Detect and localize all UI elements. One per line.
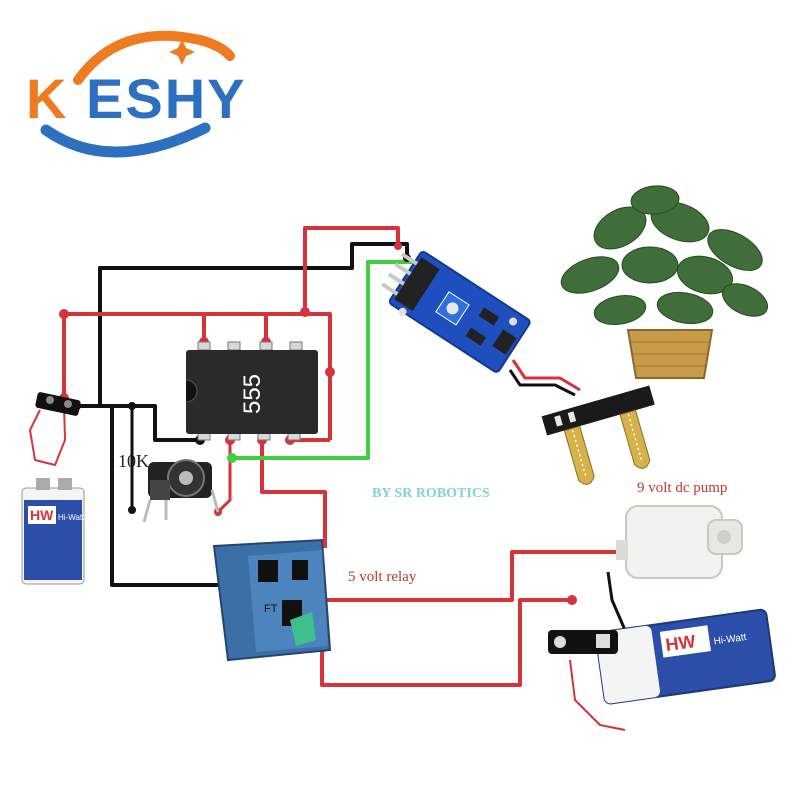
svg-text:FT: FT [264, 603, 278, 615]
wire-black-sensor-probe [508, 369, 576, 397]
soil-sensor-probe-icon [541, 385, 655, 485]
wire-red-battery-snap-2 [569, 659, 626, 731]
credit-label: BY SR ROBOTICS [372, 486, 490, 501]
svg-text:K ESHY: K ESHY [26, 67, 247, 130]
ic-555: 555 [185, 341, 318, 441]
logo-letters-rest: ESHY [86, 67, 247, 130]
wire-black-top [98, 242, 409, 404]
wire-red-battery-snap [29, 403, 66, 466]
battery-icon-right: HW Hi-Watt [548, 608, 776, 705]
wires [29, 226, 642, 731]
wire-red-pot [216, 440, 232, 514]
pump-icon [616, 505, 743, 579]
pump-label: 9 volt dc pump [637, 480, 727, 496]
resistor-label: 10K [118, 451, 149, 471]
wire-red-ic-out [260, 440, 327, 548]
battery-snap-icon [35, 392, 81, 416]
svg-text:Hi-Watt: Hi-Watt [58, 513, 85, 522]
wire-black-ground-bus [76, 404, 200, 442]
relay-icon: FT [212, 538, 332, 662]
wire-red-top [303, 226, 400, 312]
sensor-module [381, 251, 531, 373]
svg-text:HW: HW [664, 631, 696, 655]
svg-text:HW: HW [30, 507, 54, 523]
ic-label: 555 [239, 374, 266, 414]
wire-red-relay-battery [320, 598, 572, 687]
svg-text:Hi-Watt: Hi-Watt [713, 632, 747, 648]
relay-label: 5 volt relay [348, 569, 417, 585]
wire-red-sensor-probe [511, 359, 581, 392]
battery-snap-icon-right [548, 630, 618, 654]
junction-dots [59, 242, 627, 653]
wire-red-ic-top [64, 312, 332, 440]
wire-red-relay-pump [300, 550, 622, 602]
wire-black-left-down [110, 406, 262, 587]
plant-icon [560, 185, 769, 379]
wire-green-signal [232, 260, 414, 460]
logo-star-icon [169, 39, 195, 65]
logo-letter-k: K [26, 67, 68, 130]
keshy-logo: K ESHY [26, 30, 247, 158]
potentiometer-icon [142, 459, 220, 523]
battery-icon-left: HW Hi-Watt [21, 392, 85, 585]
